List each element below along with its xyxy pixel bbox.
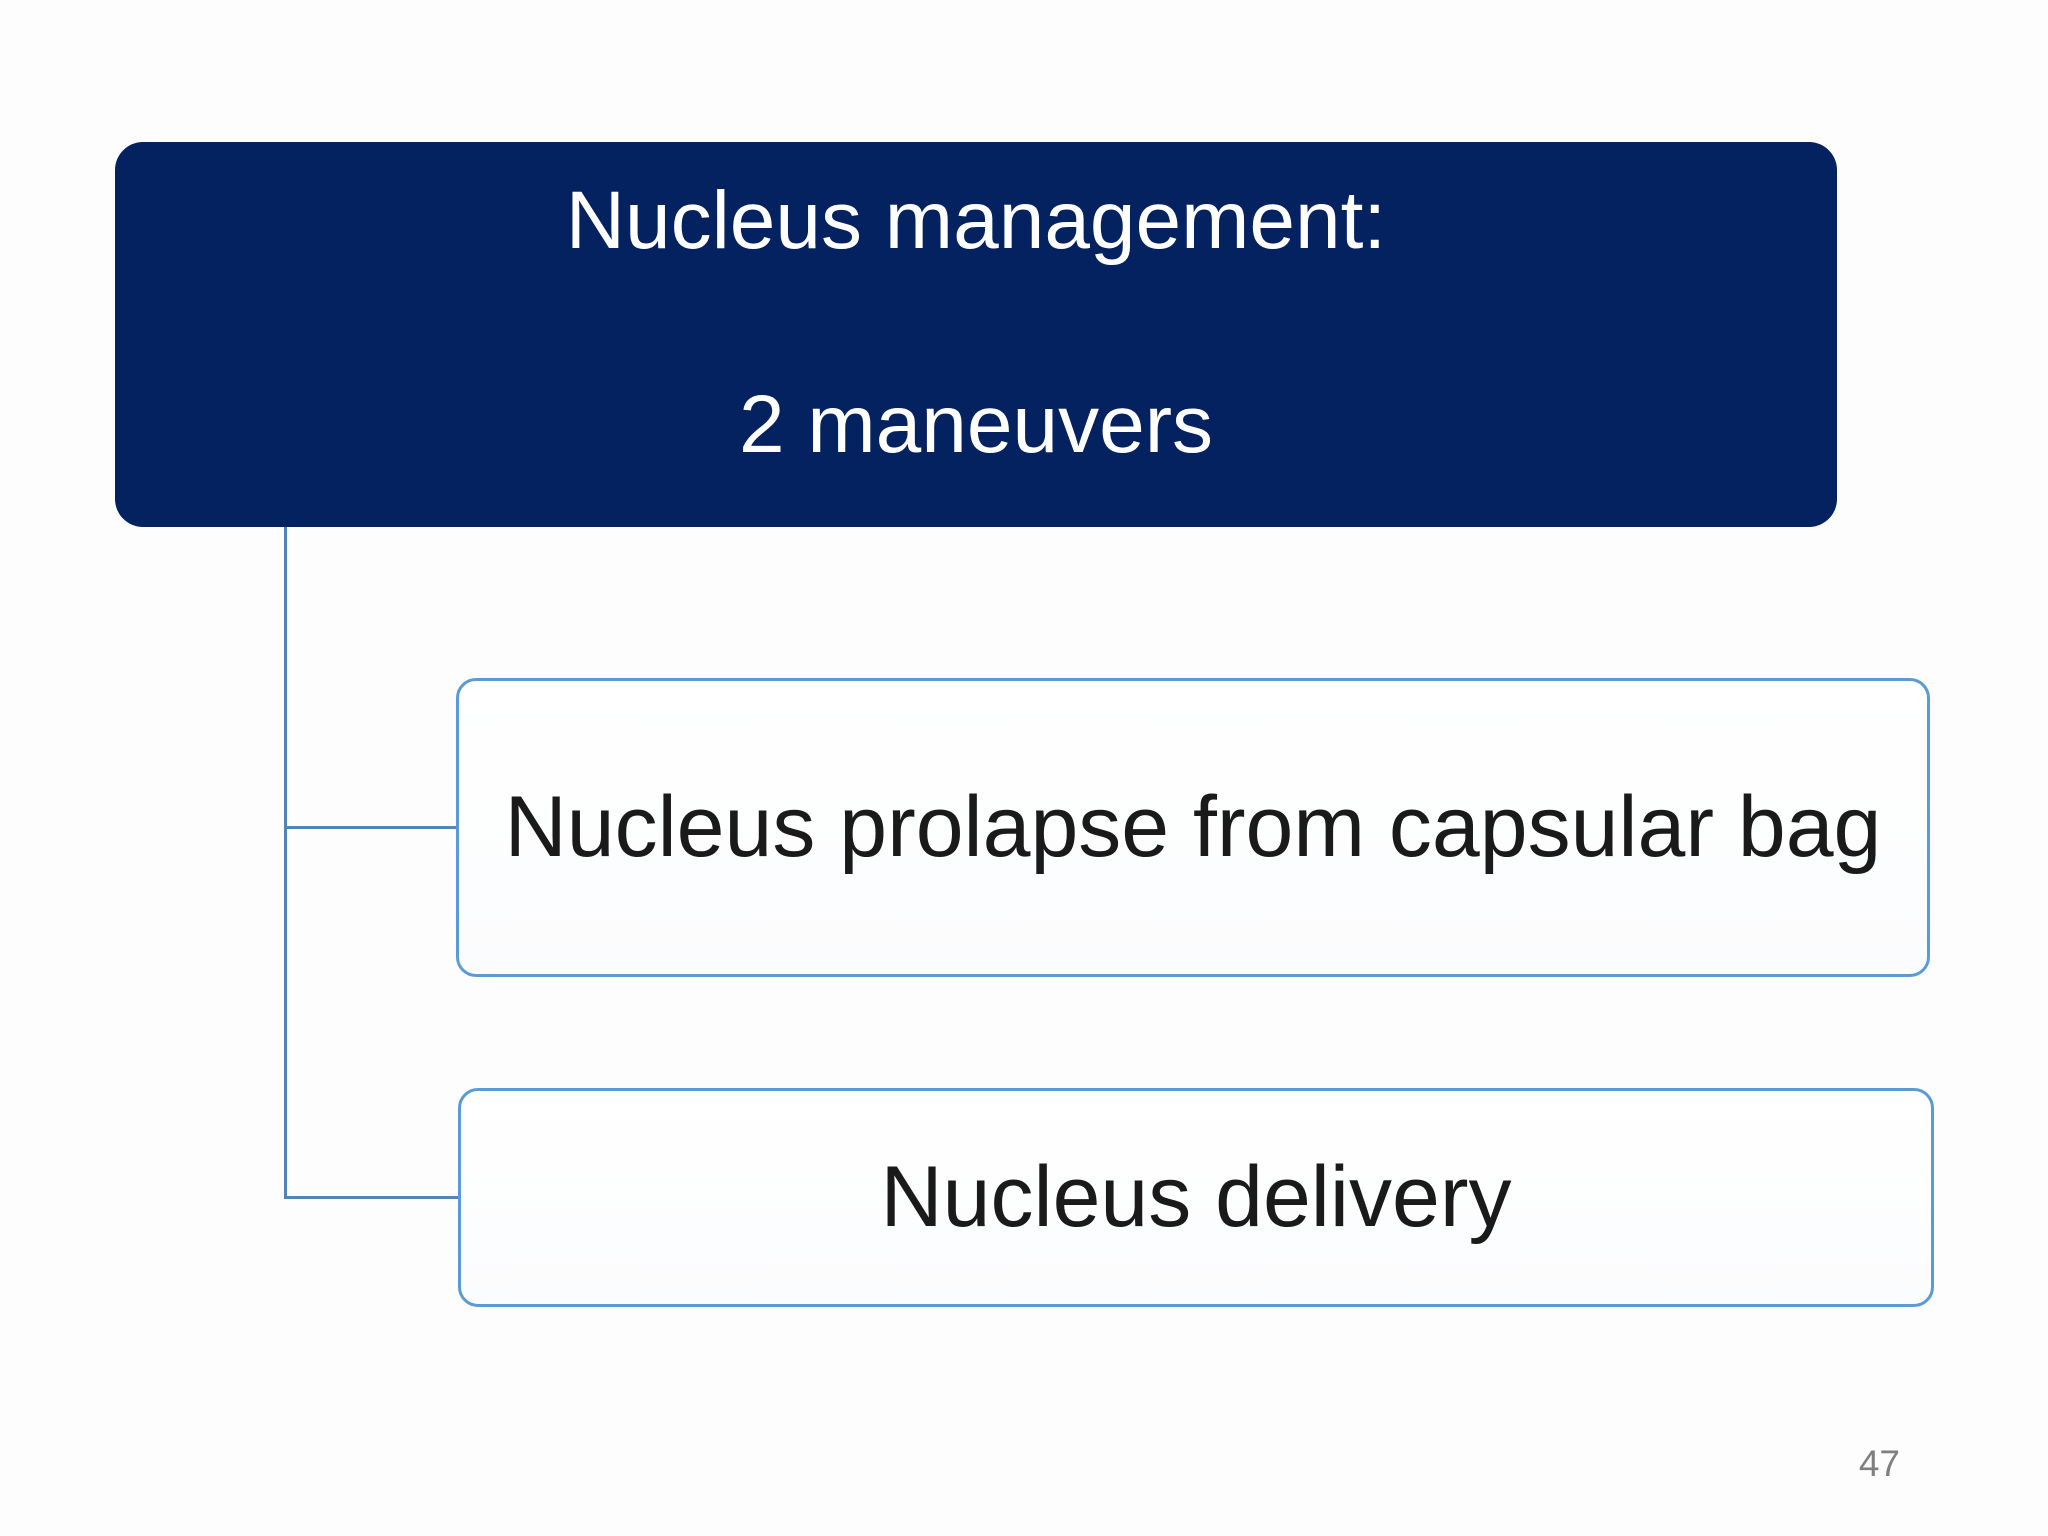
child-node-prolapse: Nucleus prolapse from capsular bag — [456, 678, 1930, 977]
root-node-title-line2: 2 maneuvers — [738, 379, 1214, 470]
root-node-title-line1: Nucleus management: — [565, 175, 1387, 266]
connector-branch-bottom — [284, 1196, 459, 1199]
connector-branch-top — [284, 826, 457, 829]
root-node: Nucleus management: 2 maneuvers — [115, 142, 1837, 527]
connector-trunk — [284, 527, 287, 1199]
child-node-delivery-label: Nucleus delivery — [880, 1149, 1512, 1246]
child-node-prolapse-label: Nucleus prolapse from capsular bag — [504, 779, 1882, 876]
page-number: 47 — [1858, 1443, 1900, 1484]
child-node-delivery: Nucleus delivery — [458, 1088, 1934, 1307]
